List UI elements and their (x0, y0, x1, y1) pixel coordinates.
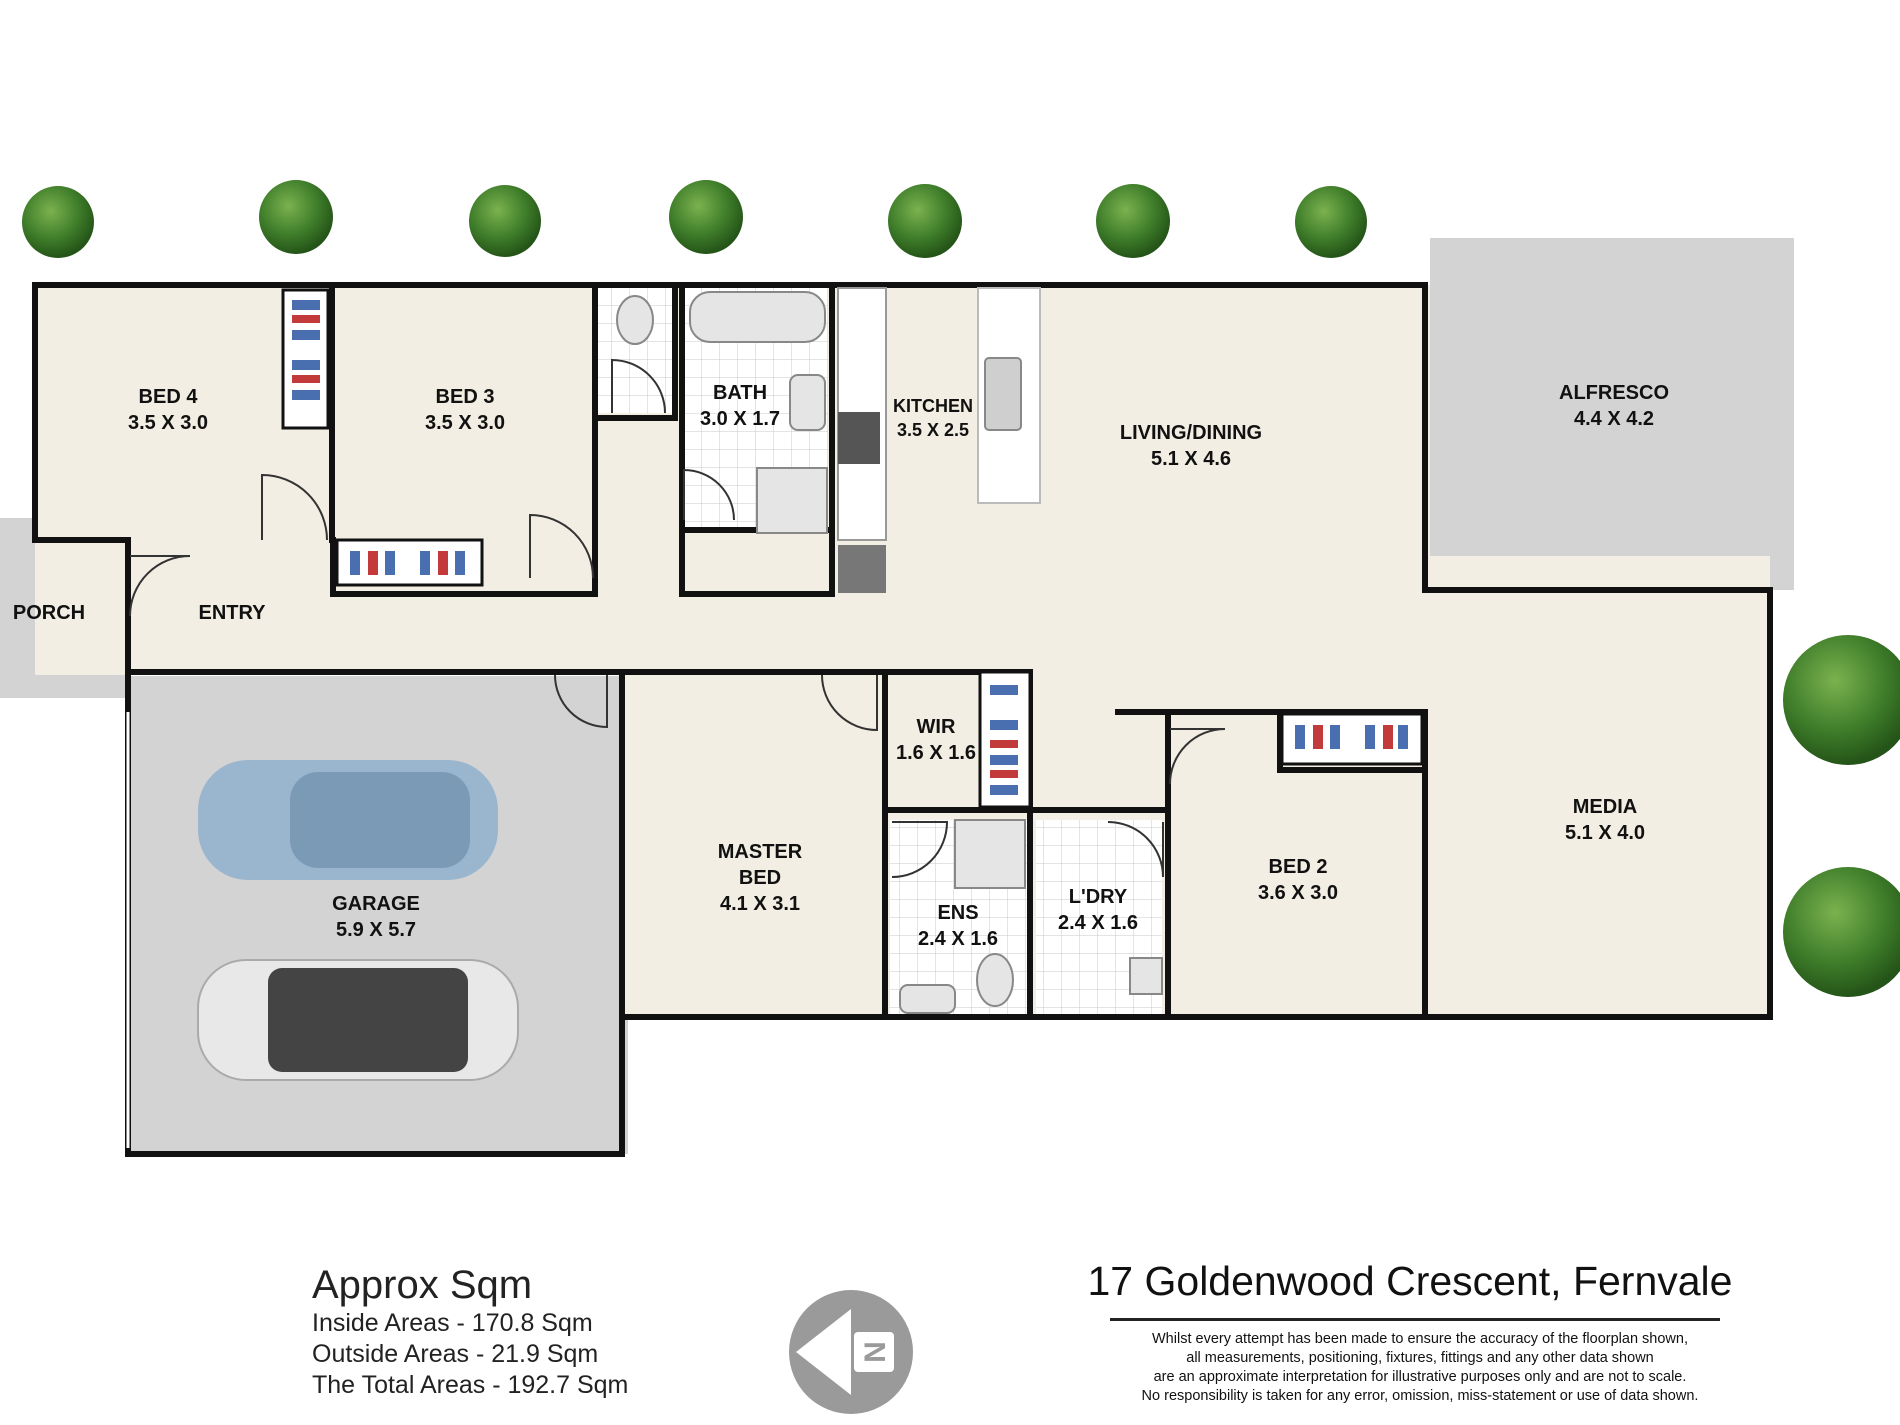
room-label-entry: ENTRY (198, 602, 266, 624)
tree-icon (1096, 184, 1170, 258)
alfresco-area (1430, 238, 1794, 590)
room-label-wir: WIR 1.6 X 1.6 (895, 716, 977, 764)
basin-icon (899, 984, 956, 1014)
room-label-media: MEDIA 5.1 X 4.0 (1564, 796, 1646, 844)
compass-letter: N (859, 1341, 892, 1363)
area-summary: Approx Sqm Inside Areas - 170.8 Sqm Outs… (312, 1262, 628, 1401)
shower-icon (954, 819, 1026, 889)
room-label-living-dining: LIVING/DINING 5.1 X 4.6 (1119, 422, 1263, 470)
sink-icon (984, 357, 1022, 431)
trees-right (1783, 635, 1900, 997)
trees-top (22, 180, 1367, 258)
room-label-master-bed: MASTER BED 4.1 X 3.1 (717, 841, 803, 915)
room-label-bed3: BED 3 3.5 X 3.0 (424, 386, 506, 434)
room-label-alfresco: ALFRESCO 4.4 X 4.2 (1559, 382, 1669, 430)
property-address: 17 Goldenwood Crescent, Fernvale (1087, 1258, 1733, 1304)
tree-icon (22, 186, 94, 258)
compass-icon: N (789, 1290, 913, 1414)
robe-shelves (281, 288, 1424, 809)
room-label-bath: BATH 3.0 X 1.7 (699, 382, 781, 430)
car-icon-white (197, 959, 519, 1081)
basin-icon (789, 374, 826, 431)
area-title: Approx Sqm (312, 1263, 533, 1307)
tree-icon (259, 180, 333, 254)
room-label-porch: PORCH (12, 602, 86, 624)
room-label-ens: ENS 2.4 X 1.6 (917, 902, 999, 950)
room-label-kitchen: KITCHEN 3.5 X 2.5 (893, 396, 973, 440)
tree-icon (888, 184, 962, 258)
tree-icon (669, 180, 743, 254)
inside-area: Inside Areas - 170.8 Sqm (312, 1309, 593, 1337)
cooktop-icon (838, 412, 880, 464)
tree-icon (1783, 635, 1900, 765)
room-label-bed2: BED 2 3.6 X 3.0 (1257, 856, 1339, 904)
laundry-tub-icon (1129, 957, 1163, 995)
bath-fixtures (616, 291, 1163, 1014)
total-area: The Total Areas - 192.7 Sqm (312, 1371, 629, 1399)
room-label-ldry: L'DRY 2.4 X 1.6 (1057, 886, 1139, 934)
shower-icon (756, 467, 828, 534)
fridge-icon (838, 545, 886, 593)
toilet-icon (976, 953, 1014, 1007)
car-icon-blue (198, 760, 498, 880)
tree-icon (469, 185, 541, 257)
address-underline (1110, 1318, 1720, 1321)
doors (129, 358, 1226, 878)
outside-area: Outside Areas - 21.9 Sqm (312, 1340, 599, 1368)
bathtub-icon (689, 291, 826, 343)
room-label-bed4: BED 4 3.5 X 3.0 (127, 386, 209, 434)
kitchen-fixtures (837, 287, 1041, 593)
room-label-garage: GARAGE 5.9 X 5.7 (332, 893, 420, 941)
tree-icon (1783, 867, 1900, 997)
tree-icon (1295, 186, 1367, 258)
disclaimer: Whilst every attempt has been made to en… (1141, 1331, 1699, 1404)
toilet-icon (616, 295, 654, 345)
